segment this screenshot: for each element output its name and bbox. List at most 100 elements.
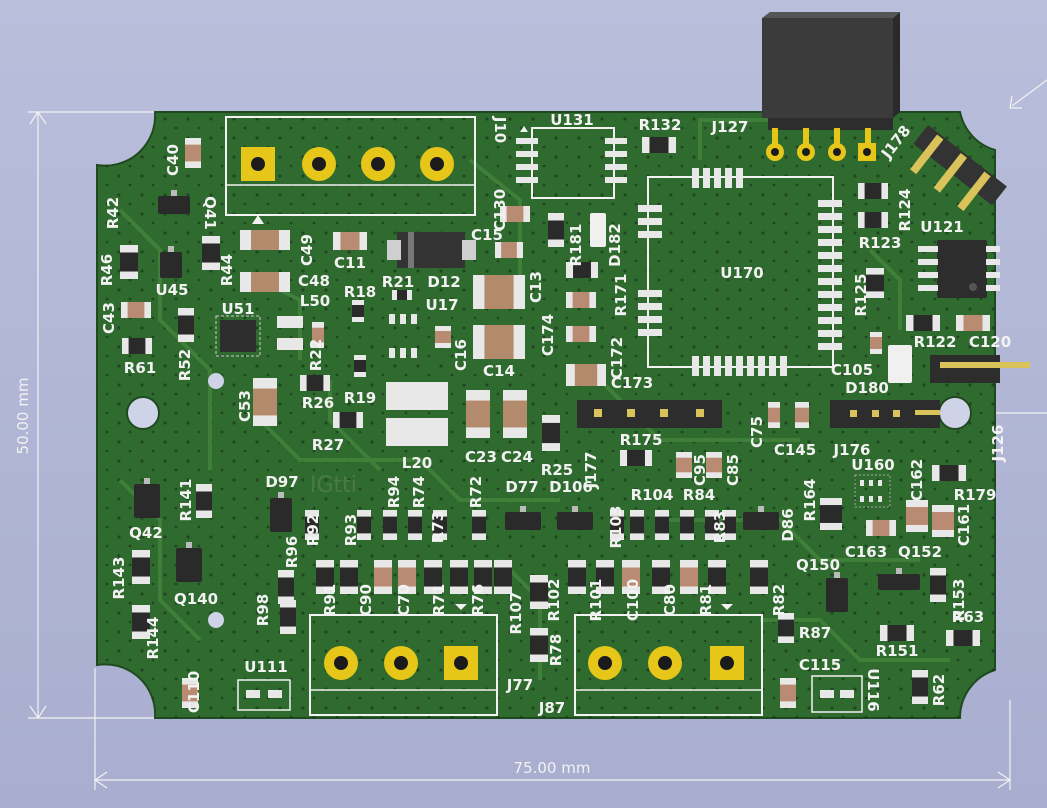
dimension-horizontal [93, 668, 1012, 790]
ref-label-c70: C70 [395, 584, 413, 616]
smd-part [826, 572, 848, 612]
smd-part [472, 510, 486, 540]
smd-part [176, 542, 202, 582]
smd-part [503, 390, 527, 438]
smd-part [930, 568, 946, 602]
smd-part [450, 560, 468, 594]
smd-part [240, 230, 290, 250]
ref-label-u51: U51 [221, 300, 254, 318]
smd-part [870, 332, 882, 354]
ref-label-j177: J177 [582, 452, 600, 490]
smd-part [333, 232, 367, 250]
smd-part [708, 560, 726, 594]
smd-part [357, 510, 371, 540]
smd-part [912, 670, 928, 704]
smd-part [278, 570, 294, 604]
smd-part [906, 500, 928, 532]
ref-label-q152: Q152 [898, 543, 942, 561]
ref-label-c145: C145 [774, 441, 816, 459]
ref-label-r122: R122 [914, 333, 957, 351]
ref-label-d97: D97 [265, 473, 298, 491]
smd-part [568, 560, 586, 594]
smd-part [494, 560, 512, 594]
mounting-holes [126, 373, 972, 628]
ref-label-c14: C14 [483, 362, 515, 380]
smd-part [795, 402, 809, 428]
ref-label-j77: J77 [506, 676, 533, 694]
smd-part [566, 364, 606, 386]
smd-part [530, 575, 548, 609]
ref-label-r19: R19 [344, 389, 376, 407]
ref-label-r84: R84 [683, 486, 715, 504]
smd-part [768, 402, 780, 428]
ref-label-r46: R46 [98, 254, 116, 286]
smd-part [466, 390, 490, 438]
smd-part [178, 308, 194, 342]
ref-label-r21: R21 [382, 273, 414, 291]
smd-part [202, 236, 220, 270]
smd-part [722, 510, 736, 540]
smd-part [566, 262, 598, 278]
smd-part [160, 246, 182, 278]
ref-label-d12: D12 [427, 273, 460, 291]
smd-part [374, 560, 392, 594]
smd-part [530, 628, 548, 662]
smd-part [880, 625, 914, 641]
ref-label-r175: R175 [620, 431, 663, 449]
ref-label-r123: R123 [859, 234, 902, 252]
ref-label-c95: C95 [691, 454, 709, 486]
ref-label-c100: C100 [624, 579, 642, 621]
ref-label-c172: C172 [608, 337, 626, 379]
dimension-vertical [28, 110, 155, 720]
ref-label-r107: R107 [507, 592, 525, 635]
ref-label-r78: R78 [547, 634, 565, 666]
smd-part [121, 302, 151, 318]
smd-part [778, 613, 794, 643]
ref-label-c163: C163 [845, 543, 887, 561]
smd-part [622, 560, 640, 594]
smd-part [333, 412, 363, 428]
smd-part [253, 378, 277, 426]
ref-label-r92: R92 [304, 514, 322, 546]
smd-part [340, 560, 358, 594]
smd-part [557, 506, 593, 530]
inductor-l20 [386, 382, 448, 446]
diode-d12 [387, 232, 476, 268]
smd-part [620, 450, 652, 466]
smd-part [270, 492, 292, 532]
ic-u116 [811, 675, 863, 713]
smd-part [878, 568, 920, 590]
smd-part [956, 315, 990, 331]
ic-u160 [854, 474, 891, 508]
ref-label-j87: J87 [538, 699, 565, 717]
smd-part [120, 245, 138, 279]
smd-part [473, 325, 525, 359]
ref-label-c173: C173 [611, 374, 653, 392]
header-j127 [762, 12, 900, 161]
dimension-height-label: 50.00 mm [14, 378, 32, 455]
ref-label-c75: C75 [748, 416, 766, 448]
ref-label-j176: J176 [833, 441, 871, 459]
smd-part [408, 510, 422, 540]
smd-part [566, 326, 596, 342]
ref-label-c53: C53 [236, 390, 254, 422]
smd-part [642, 137, 676, 153]
ref-label-l20: L20 [402, 454, 432, 472]
ref-label-r124: R124 [896, 189, 914, 232]
ref-label-u160: U160 [851, 456, 895, 474]
dimension-width-label: 75.00 mm [514, 759, 591, 777]
ref-label-d182: D182 [606, 223, 624, 267]
ref-label-c48: C48 [298, 272, 330, 290]
ref-label-c49: C49 [298, 234, 316, 266]
ic-u17 [389, 314, 417, 358]
ref-label-r42: R42 [104, 197, 122, 229]
ref-label-r72: R72 [467, 476, 485, 508]
smd-part [398, 560, 416, 594]
smd-part [743, 506, 779, 530]
silkscreen-logo: IGtti [310, 473, 357, 498]
smd-part [680, 510, 694, 540]
ref-label-r26: R26 [302, 394, 334, 412]
smd-part [435, 326, 451, 348]
